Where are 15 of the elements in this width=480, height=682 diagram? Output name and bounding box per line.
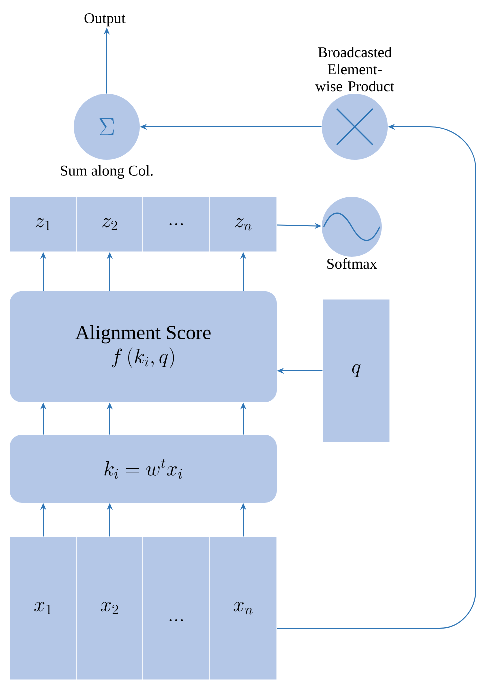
- node-label: Softmax: [328, 258, 378, 270]
- input-cell: $x_{1}$: [10, 536, 78, 680]
- key-box: $k_{i} = w^{t} x_{i}$: [10, 435, 277, 503]
- score-cell: $z_{1}$: [10, 196, 78, 252]
- node-label: Sum along Col.: [61, 165, 153, 180]
- score-cell: $z_{2}$: [76, 196, 144, 252]
- score-cell: $...$: [142, 196, 210, 252]
- alignment-box: Alignment Score $f\,(k_{i}, q)$: [10, 292, 277, 402]
- query-box: $q$: [322, 299, 390, 443]
- score-cell: $z_{n}$: [210, 196, 278, 252]
- input-cell: $...$: [142, 536, 210, 680]
- output-label: Output: [84, 13, 126, 27]
- node-label: Broadcasted Element-wise Product: [315, 47, 394, 92]
- input-cell: $x_{n}$: [210, 536, 278, 680]
- input-cell: $x_{2}$: [76, 536, 144, 680]
